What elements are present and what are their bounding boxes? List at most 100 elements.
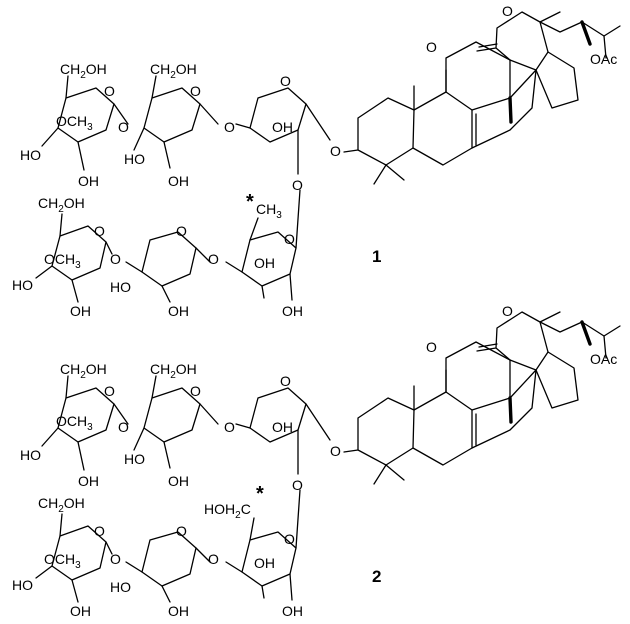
ch2oh-label-4: CH2OH (38, 195, 85, 215)
glycosidic-o-label-b: O (330, 443, 341, 459)
ch2oh-pre-2b: CH (150, 361, 170, 377)
och3-pre-2: OCH (44, 251, 75, 267)
ring-o-s5b: O (176, 523, 187, 539)
star-mark-2: * (256, 483, 264, 505)
ring-o-s2b: O (190, 383, 201, 399)
ch2oh-post-b: OH (86, 361, 107, 377)
ring-o-s3: O (280, 73, 291, 89)
compound-2: O O OAc O CH2OH CH2OH O O O O O OCH3 HO … (12, 303, 622, 619)
ring-o-s6b: O (284, 531, 295, 547)
ch2oh-pre-4b: CH (38, 495, 58, 511)
link-o-5: O (208, 251, 219, 267)
oh-label-7b: OH (282, 603, 303, 619)
link-o-5b: O (208, 551, 219, 567)
compound-number-1: 1 (372, 247, 381, 266)
oac-label: OAc (590, 51, 617, 67)
ch2oh-post-4: OH (64, 195, 85, 211)
och3-sub-b: 3 (87, 422, 93, 433)
och3-label-2: OCH3 (44, 251, 81, 271)
ch2oh-label-2: CH2OH (150, 61, 197, 81)
ch2oh-sub: 2 (80, 70, 86, 81)
oh-label-5: OH (168, 303, 189, 319)
oh-label-2: OH (168, 173, 189, 189)
oh-label-3b: OH (272, 419, 293, 435)
ho-label-5b: HO (110, 579, 131, 595)
ch2oh-post: OH (86, 61, 107, 77)
ch2oh-pre-b: CH (60, 361, 80, 377)
ring-o-s3b: O (280, 373, 291, 389)
och3-label-2b: OCH3 (44, 551, 81, 571)
oh-label-1b: OH (78, 473, 99, 489)
ho-label-1b: HO (20, 447, 41, 463)
star-group-main-1: CH (256, 201, 276, 217)
oh-label-5b: OH (168, 603, 189, 619)
ch2oh-post-2: OH (176, 61, 197, 77)
ch2oh-label: CH2OH (60, 61, 107, 81)
ring-o-label-b: O (502, 303, 513, 319)
link-o-2b: O (224, 419, 235, 435)
ho-label-2b: HO (124, 451, 145, 467)
oh-label-6b: OH (254, 555, 275, 571)
ch2oh-sub-2: 2 (170, 70, 176, 81)
oh-label-2b: OH (168, 473, 189, 489)
ho-label-4b: HO (12, 577, 33, 593)
ring-o-s2: O (190, 83, 201, 99)
ch2oh-label-4b: CH2OH (38, 495, 85, 515)
link-o-1b: O (118, 419, 129, 435)
ho-label-2: HO (124, 151, 145, 167)
lactone-o-label: O (426, 39, 437, 55)
ring-o-s4b: O (94, 523, 105, 539)
oh-label-3: OH (272, 119, 293, 135)
star-group-sub-1: 3 (276, 210, 282, 221)
oh-label-7: OH (282, 303, 303, 319)
link-o-2: O (224, 119, 235, 135)
ring-o-s5: O (176, 223, 187, 239)
link-o-1: O (118, 119, 129, 135)
ch2oh-pre-4: CH (38, 195, 58, 211)
ch2oh-post-4b: OH (64, 495, 85, 511)
ring-o-s1: O (104, 83, 115, 99)
star-group-2: HOH2C (204, 501, 251, 521)
link-o-4b: O (110, 551, 121, 567)
ch2oh-sub-2b: 2 (170, 370, 176, 381)
ch2oh-sub-4: 2 (58, 204, 64, 215)
ho-label-5: HO (110, 279, 131, 295)
oh-label-1: OH (78, 173, 99, 189)
ch2oh-pre-2: CH (150, 61, 170, 77)
ho-label-1: HO (20, 147, 41, 163)
oac-label-b: OAc (590, 351, 617, 367)
oh-label-4: OH (70, 303, 91, 319)
ch2oh-label-b: CH2OH (60, 361, 107, 381)
ch2oh-sub-4b: 2 (58, 504, 64, 515)
ch2oh-pre: CH (60, 61, 80, 77)
och3-label: OCH3 (56, 113, 93, 133)
och3-sub-2b: 3 (75, 560, 81, 571)
oh-label-6: OH (254, 255, 275, 271)
ring-o-s4: O (94, 223, 105, 239)
star-group-main-2: C (241, 501, 251, 517)
oh-label-4b: OH (70, 603, 91, 619)
och3-sub-2: 3 (75, 260, 81, 271)
star-group-1: CH3 (256, 201, 282, 221)
ring-o-s6: O (284, 231, 295, 247)
star-group-sub-2: 2 (235, 510, 241, 521)
ring-o-label: O (502, 3, 513, 19)
ho-label-4: HO (12, 277, 33, 293)
ch2oh-post-2b: OH (176, 361, 197, 377)
lactone-o-label-b: O (426, 339, 437, 355)
och3-label-b: OCH3 (56, 413, 93, 433)
star-mark-1: * (246, 191, 254, 213)
och3-pre: OCH (56, 113, 87, 129)
ch2oh-sub-b: 2 (80, 370, 86, 381)
compound-number-2: 2 (372, 567, 381, 586)
link-o-3b: O (292, 477, 303, 493)
star-group-prefix-2: HOH (204, 501, 235, 517)
och3-pre-2b: OCH (44, 551, 75, 567)
link-o-4: O (110, 251, 121, 267)
glycosidic-o-label: O (330, 143, 341, 159)
och3-sub: 3 (87, 122, 93, 133)
ch2oh-label-2b: CH2OH (150, 361, 197, 381)
link-o-3: O (292, 177, 303, 193)
